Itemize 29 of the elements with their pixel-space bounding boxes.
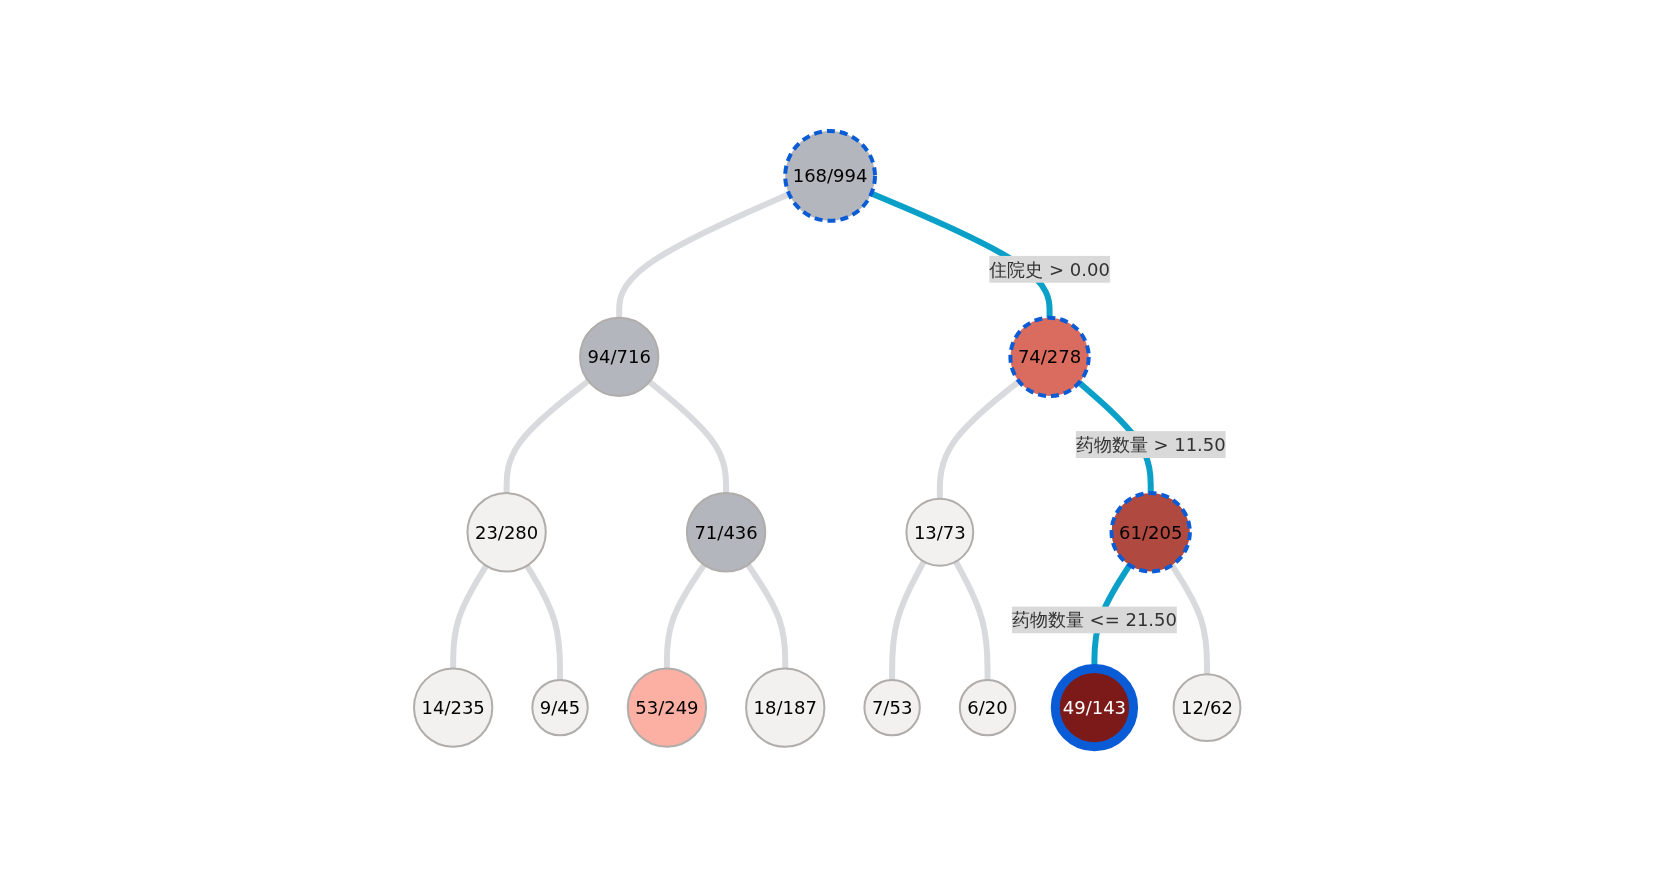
node-circle: 71/436 (685, 491, 766, 573)
node-circle: 168/994 (782, 128, 877, 223)
connector (663, 562, 707, 669)
connector (615, 190, 791, 318)
node-circle: 61/205 (1109, 490, 1192, 574)
node-circle: 18/187 (744, 667, 826, 748)
node-circle: 14/235 (412, 667, 494, 748)
node-circle: 13/73 (905, 497, 975, 567)
connector (745, 562, 788, 669)
connector (936, 378, 1021, 499)
connector (1169, 563, 1210, 674)
node-circle: 94/716 (578, 316, 660, 397)
node-circle: 7/53 (863, 678, 921, 736)
connector (647, 379, 729, 493)
node-circle: 9/45 (531, 678, 589, 736)
node-circle: 49/143 (1050, 663, 1138, 751)
node-circle: 74/278 (1008, 315, 1091, 398)
connector (952, 559, 991, 680)
edge-label: 住院史 > 0.00 (989, 258, 1110, 280)
edge-label: 药物数量 <= 21.50 (1011, 609, 1177, 631)
node-circle: 6/20 (958, 678, 1016, 736)
connector (449, 563, 489, 669)
connector (888, 559, 927, 680)
node-circle: 12/62 (1172, 672, 1242, 742)
connector (524, 563, 563, 680)
node-circle: 23/280 (466, 491, 547, 573)
edge-label: 药物数量 > 11.50 (1075, 433, 1226, 455)
node-circle: 53/249 (626, 667, 707, 748)
connector (503, 378, 590, 493)
